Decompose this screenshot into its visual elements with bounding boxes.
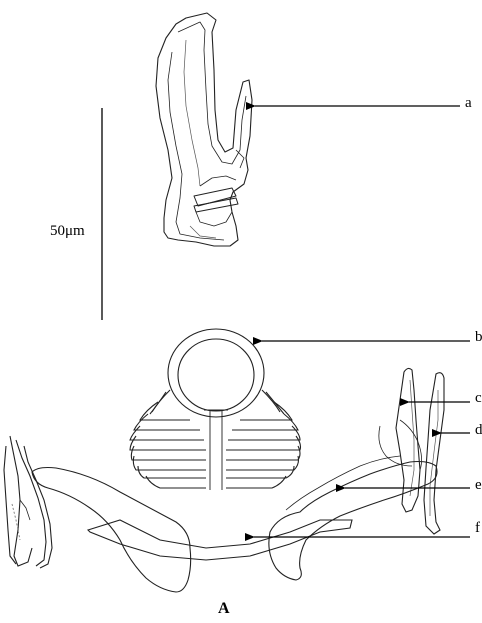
structure-b [129,328,302,490]
structure-a [155,12,253,247]
structure-e-f [31,419,438,593]
scale-bar-label: 50μm [50,223,85,239]
label-d: d [475,422,482,438]
label-c: c [475,390,482,406]
label-f: f [475,520,480,536]
label-a: a [465,95,472,111]
leader-arrows [245,102,470,541]
structure-c [395,367,421,513]
label-b: b [475,329,482,345]
panel-label: A [218,600,230,617]
left-hooks [3,435,53,569]
structure-d [423,372,445,535]
label-e: e [475,477,482,493]
